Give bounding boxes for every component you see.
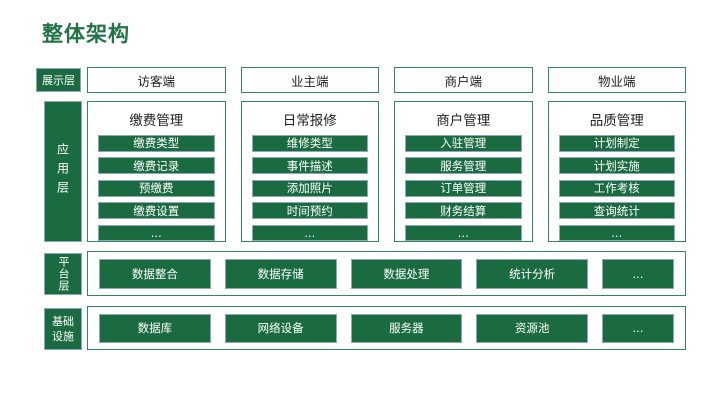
- app-item-more: ...: [98, 224, 215, 241]
- app-column-title: 日常报修: [282, 113, 337, 129]
- app-column-merchant: 商户管理 入驻管理 服务管理 订单管理 财务结算 ...: [394, 101, 533, 242]
- app-item: 计划实施: [558, 157, 675, 174]
- platform-block: 统计分析: [476, 258, 588, 289]
- app-item: 工作考核: [558, 179, 675, 197]
- platform-block: 数据处理: [350, 258, 463, 289]
- platform-block-more: ...: [602, 258, 674, 289]
- app-column-title: 品质管理: [589, 113, 644, 129]
- layer-badge-infrastructure: 基础 设施: [44, 308, 82, 350]
- infrastructure-block: 网络设备: [224, 313, 337, 343]
- app-item-more: ...: [405, 224, 522, 241]
- infrastructure-block-more: ...: [602, 313, 674, 343]
- app-column-repair: 日常报修 维修类型 事件描述 添加照片 时间预约 ...: [240, 101, 379, 242]
- client-box-property: 物业端: [547, 67, 686, 93]
- layer-badge-application: 应用层: [44, 101, 82, 242]
- app-item: 维修类型: [251, 134, 368, 152]
- infrastructure-layer-strip: 数据库 网络设备 服务器 资源池 ...: [87, 306, 686, 350]
- app-item: 缴费类型: [98, 134, 215, 152]
- platform-block: 数据存储: [224, 258, 337, 289]
- app-column-quality: 品质管理 计划制定 计划实施 工作考核 查询统计 ...: [547, 101, 686, 242]
- layer-badge-infrastructure-text: 基础 设施: [51, 314, 75, 345]
- infrastructure-label-line2: 设施: [52, 330, 74, 343]
- layer-badge-platform: 平台层: [44, 253, 82, 295]
- app-item: 服务管理: [405, 157, 522, 174]
- app-column-title: 缴费管理: [129, 113, 184, 129]
- infrastructure-label-line1: 基础: [52, 314, 74, 328]
- app-item: 入驻管理: [405, 134, 522, 152]
- app-item-more: ...: [251, 224, 368, 241]
- infrastructure-block: 服务器: [350, 313, 463, 343]
- app-item: 事件描述: [251, 157, 368, 174]
- app-item: 计划制定: [558, 134, 675, 152]
- app-item: 预缴费: [98, 179, 215, 197]
- app-item: 缴费设置: [98, 202, 215, 219]
- app-item: 时间预约: [251, 202, 368, 219]
- app-column-payment: 缴费管理 缴费类型 缴费记录 预缴费 缴费设置 ...: [87, 101, 226, 242]
- platform-block: 数据整合: [99, 258, 211, 289]
- app-item: 添加照片: [251, 179, 368, 197]
- app-item-more: ...: [558, 224, 675, 241]
- app-item: 财务结算: [405, 202, 522, 219]
- presentation-layer-row: 访客端 业主端 商户端 物业端: [87, 67, 686, 93]
- app-item: 订单管理: [405, 179, 522, 197]
- app-column-title: 商户管理: [436, 113, 491, 129]
- layer-badge-presentation: 展示层: [36, 68, 81, 92]
- client-box-visitor: 访客端: [87, 67, 226, 93]
- application-layer-row: 缴费管理 缴费类型 缴费记录 预缴费 缴费设置 ... 日常报修 维修类型 事件…: [87, 101, 686, 242]
- infrastructure-block: 资源池: [476, 313, 588, 343]
- client-box-merchant: 商户端: [394, 67, 533, 93]
- platform-layer-strip: 数据整合 数据存储 数据处理 统计分析 ...: [87, 251, 686, 296]
- client-box-owner: 业主端: [240, 67, 379, 93]
- app-item: 缴费记录: [98, 157, 215, 174]
- infrastructure-block: 数据库: [99, 313, 211, 343]
- page-title: 整体架构: [42, 22, 130, 46]
- app-item: 查询统计: [558, 202, 675, 219]
